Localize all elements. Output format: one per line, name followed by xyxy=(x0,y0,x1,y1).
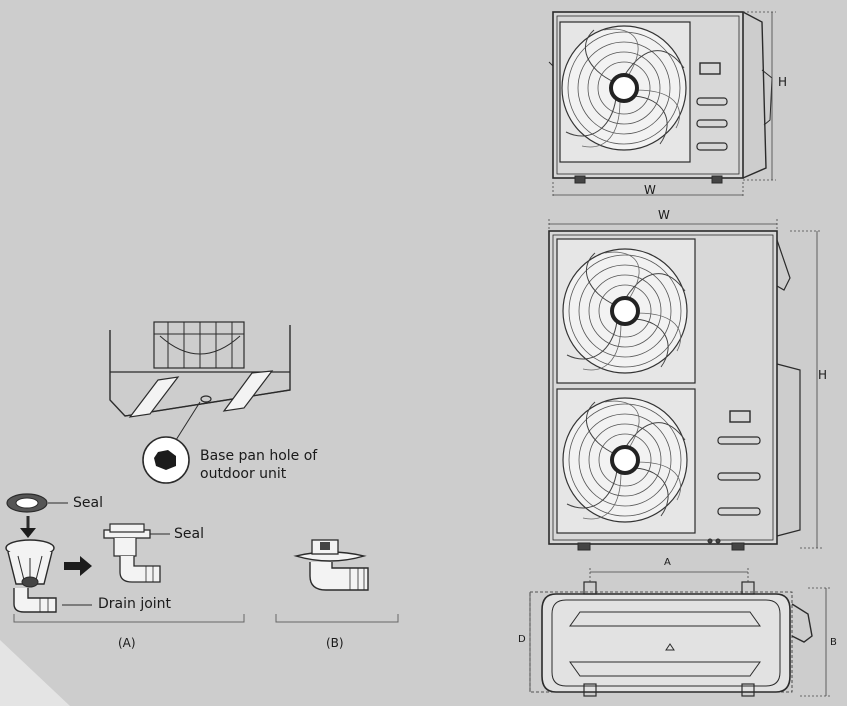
base-dimension-lines xyxy=(529,568,830,697)
dim-single-height: H xyxy=(778,75,788,89)
assembled-seal-label: Seal xyxy=(174,526,204,542)
dim-base-d: D xyxy=(518,634,526,645)
dim-dual-width: W xyxy=(658,208,670,222)
base-pan-hole-label-line2: outdoor unit xyxy=(200,466,287,482)
base-top-view xyxy=(529,581,813,697)
dual-fan-outdoor-unit xyxy=(548,230,801,551)
dim-base-b: B xyxy=(830,637,837,648)
drain-joint-b xyxy=(275,539,399,623)
single-fan-outdoor-unit xyxy=(548,11,773,184)
caption-b: (B) xyxy=(326,636,344,650)
drain-joint-assembly-a xyxy=(5,493,245,623)
dim-single-width: W xyxy=(644,183,656,197)
base-pan-hole-label: Base pan hole of outdoor unit xyxy=(200,447,317,483)
dim-dual-height: H xyxy=(818,368,828,382)
dual-fan-dimension-lines xyxy=(548,219,822,549)
seal-label: Seal xyxy=(73,495,103,511)
drain-joint-label: Drain joint xyxy=(98,596,172,612)
single-fan-dimension-lines xyxy=(552,11,776,198)
dim-base-a: A xyxy=(664,557,671,568)
base-pan-hole-label-line1: Base pan hole of xyxy=(200,448,318,464)
base-pan-detail xyxy=(109,321,291,484)
caption-a: (A) xyxy=(118,636,136,650)
